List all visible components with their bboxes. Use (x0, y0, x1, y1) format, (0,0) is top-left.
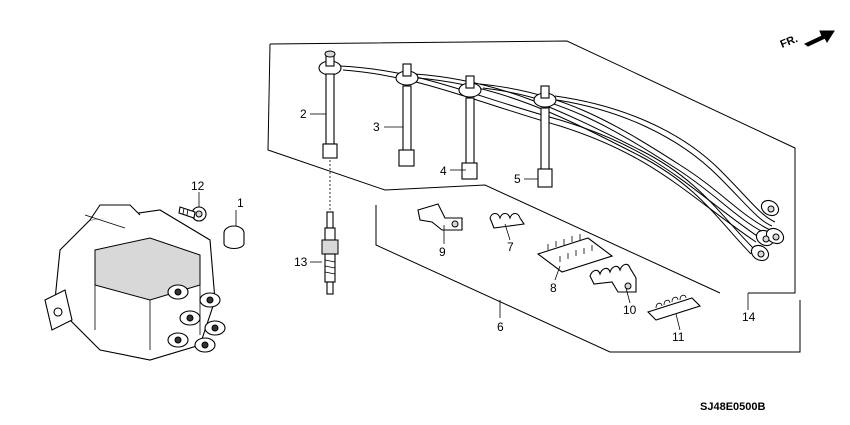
wire-holder-11 (646, 294, 702, 321)
callout-3: 3 (373, 120, 380, 134)
plug-wire-4 (458, 75, 482, 180)
callout-2: 2 (300, 107, 307, 121)
callout-8: 8 (550, 281, 557, 295)
callout-9: 9 (439, 245, 446, 259)
leader-lines (198, 113, 681, 331)
forward-arrow-icon (803, 30, 835, 47)
wire-distributor-boots (750, 199, 785, 262)
spark-plug (321, 160, 339, 295)
wire-clamp-10 (589, 263, 637, 293)
callout-6: 6 (497, 320, 504, 334)
distributor-assembly (44, 204, 226, 361)
cap-screw (178, 206, 207, 222)
callout-5: 5 (514, 172, 521, 186)
front-label: FR. (779, 33, 800, 51)
wire-holder-8 (536, 234, 614, 273)
callout-13: 13 (294, 255, 308, 269)
wire-holder-9 (417, 203, 463, 231)
callout-12: 12 (191, 179, 205, 193)
callouts: 1 2 3 4 5 6 7 8 9 10 11 12 13 14 (191, 107, 756, 344)
front-direction-badge: FR. (779, 30, 835, 51)
callout-14: 14 (742, 310, 756, 324)
callout-10: 10 (623, 303, 637, 317)
wire-clamp-7 (489, 212, 525, 229)
callout-1: 1 (237, 196, 244, 210)
callout-11: 11 (672, 330, 685, 344)
wire-set-bracket (269, 40, 796, 294)
rotor-cap (223, 225, 245, 250)
callout-7: 7 (507, 240, 514, 254)
plug-wire-3 (395, 63, 419, 167)
diagram-code: SJ48E0500B (700, 401, 765, 413)
plug-wire-2 (318, 50, 342, 159)
callout-4: 4 (440, 164, 447, 178)
holder-set-bracket (375, 205, 801, 353)
plug-wire-5 (533, 85, 557, 188)
